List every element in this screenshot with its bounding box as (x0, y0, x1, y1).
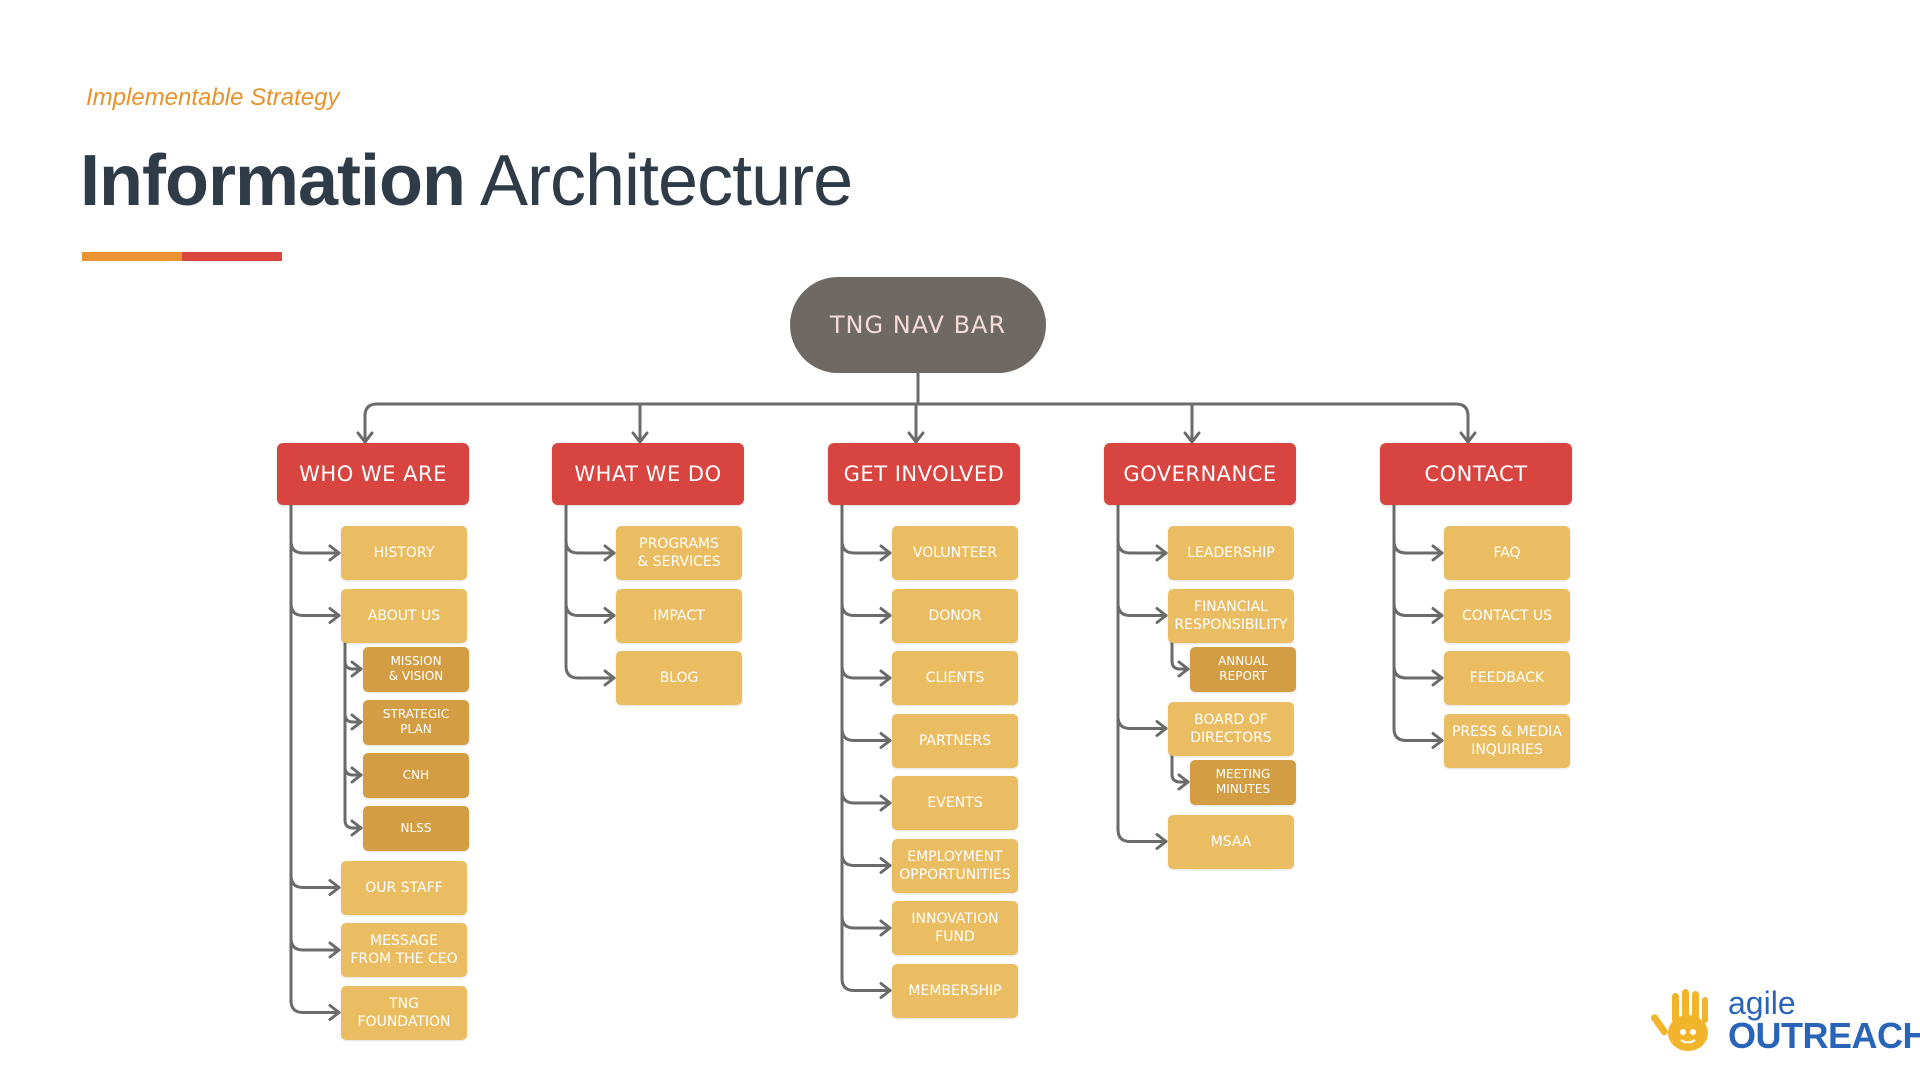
title-accent-orange (82, 252, 182, 261)
nav-item-our-staff[interactable]: OUR STAFF (341, 860, 467, 915)
nav-item-press-media-inquiries[interactable]: PRESS & MEDIA INQUIRIES (1444, 713, 1570, 768)
nav-subitem-meeting-minutes[interactable]: MEETING MINUTES (1190, 759, 1296, 805)
nav-bar-root[interactable]: TNG NAV BAR (790, 277, 1046, 373)
nav-item-financial-responsibility[interactable]: FINANCIAL RESPONSIBILITY (1168, 588, 1294, 643)
nav-category-who-we-are[interactable]: WHO WE ARE (277, 443, 469, 505)
logo-text-outreach: OUTREACH (1728, 1015, 1920, 1056)
nav-item-msaa[interactable]: MSAA (1168, 814, 1294, 869)
nav-subitem-cnh[interactable]: CNH (363, 752, 469, 798)
nav-item-history[interactable]: HISTORY (341, 526, 467, 580)
nav-item-partners[interactable]: PARTNERS (892, 713, 1018, 768)
nav-subitem-strategic-plan[interactable]: STRATEGIC PLAN (363, 699, 469, 745)
section-subtitle: Implementable Strategy (86, 84, 340, 111)
nav-item-employment-opportunities[interactable]: EMPLOYMENT OPPORTUNITIES (892, 838, 1018, 893)
hand-logo-icon (1651, 989, 1708, 1051)
nav-subitem-nlss[interactable]: NLSS (363, 805, 469, 851)
nav-item-leadership[interactable]: LEADERSHIP (1168, 526, 1294, 580)
nav-item-volunteer[interactable]: VOLUNTEER (892, 526, 1018, 580)
nav-item-tng-foundation[interactable]: TNG FOUNDATION (341, 985, 467, 1040)
nav-item-board-of-directors[interactable]: BOARD OF DIRECTORS (1168, 701, 1294, 756)
nav-item-donor[interactable]: DONOR (892, 588, 1018, 643)
nav-category-get-involved[interactable]: GET INVOLVED (828, 443, 1020, 505)
nav-category-governance[interactable]: GOVERNANCE (1104, 443, 1296, 505)
page-title: Information Architecture (80, 140, 853, 222)
nav-item-clients[interactable]: CLIENTS (892, 651, 1018, 705)
title-light: Architecture (480, 141, 853, 221)
nav-item-impact[interactable]: IMPACT (616, 588, 742, 643)
agile-outreach-logo: agile OUTREACH (1650, 985, 1920, 1065)
nav-item-feedback[interactable]: FEEDBACK (1444, 651, 1570, 705)
title-accent-red (182, 252, 282, 261)
nav-item-about-us[interactable]: ABOUT US (341, 588, 467, 643)
nav-subitem-annual-report[interactable]: ANNUAL REPORT (1190, 646, 1296, 692)
nav-item-faq[interactable]: FAQ (1444, 526, 1570, 580)
title-bold: Information (80, 141, 466, 221)
logo-text-agile: agile (1728, 985, 1796, 1021)
nav-item-blog[interactable]: BLOG (616, 651, 742, 705)
nav-category-what-we-do[interactable]: WHAT WE DO (552, 443, 744, 505)
nav-item-innovation-fund[interactable]: INNOVATION FUND (892, 901, 1018, 955)
nav-item-events[interactable]: EVENTS (892, 776, 1018, 830)
nav-item-membership[interactable]: MEMBERSHIP (892, 963, 1018, 1018)
nav-item-contact-us[interactable]: CONTACT US (1444, 588, 1570, 643)
nav-item-programs-services[interactable]: PROGRAMS & SERVICES (616, 526, 742, 580)
nav-item-message-from-the-ceo[interactable]: MESSAGE FROM THE CEO (341, 923, 467, 977)
nav-category-contact[interactable]: CONTACT (1380, 443, 1572, 505)
nav-subitem-mission-vision[interactable]: MISSION & VISION (363, 646, 469, 692)
